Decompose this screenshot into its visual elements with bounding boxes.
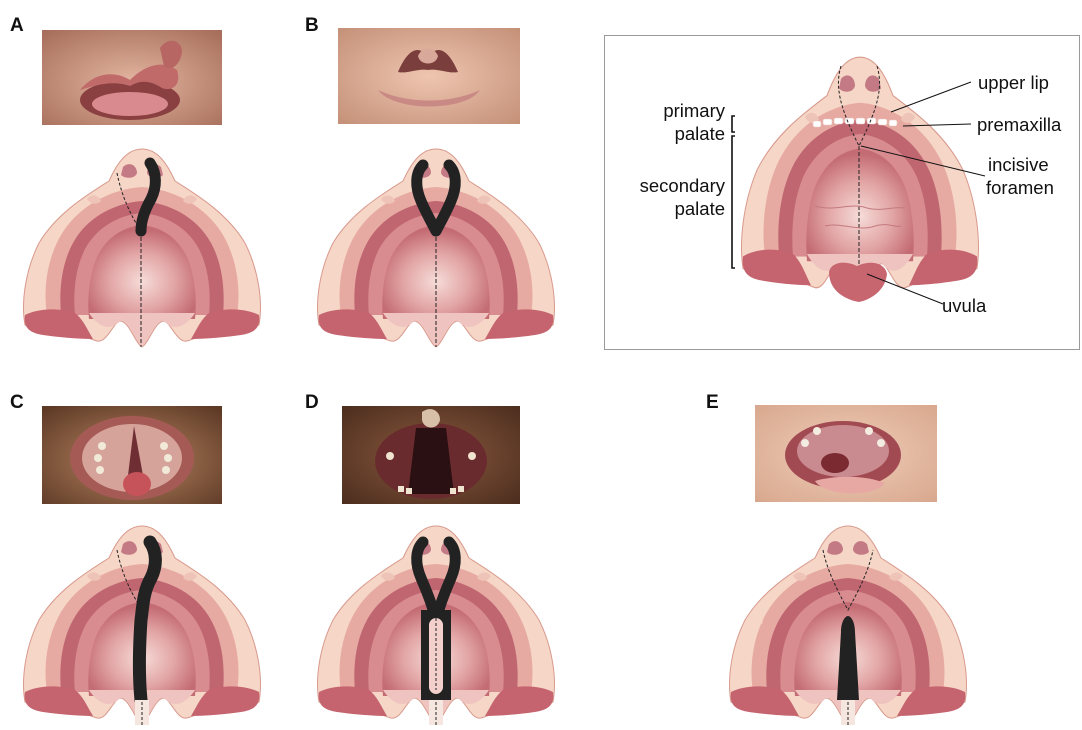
label-premaxilla: premaxilla (977, 114, 1061, 136)
label-secondary-palate: palate (615, 198, 725, 220)
label-uvula: uvula (942, 295, 986, 317)
label-foramen: foramen (986, 177, 1054, 199)
palate-diagram-e (723, 520, 973, 725)
clinical-photo-c (42, 406, 222, 504)
panel-label-e: E (706, 392, 719, 414)
label-upper-lip: upper lip (978, 72, 1049, 94)
label-incisive: incisive (988, 154, 1049, 176)
clinical-photo-e (755, 405, 937, 502)
panel-label-a: A (10, 15, 24, 37)
label-secondary: secondary (615, 175, 725, 197)
clinical-photo-d (342, 406, 520, 504)
panel-label-c: C (10, 392, 24, 414)
palate-diagram-a (17, 143, 267, 348)
palate-diagram-b (311, 143, 561, 348)
panel-label-d: D (305, 392, 319, 414)
clinical-photo-b (338, 28, 520, 124)
anatomy-reference-panel: upper lip premaxilla incisive foramen uv… (604, 35, 1080, 350)
palate-diagram-c (17, 520, 267, 725)
panel-label-b: B (305, 15, 319, 37)
clinical-photo-a (42, 30, 222, 125)
palate-diagram-d (311, 520, 561, 725)
label-primary-palate: palate (635, 123, 725, 145)
label-primary: primary (635, 100, 725, 122)
